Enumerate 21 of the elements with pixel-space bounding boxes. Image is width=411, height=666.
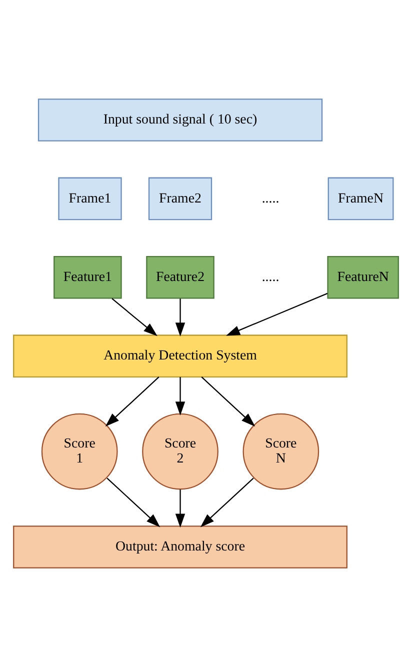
node-box: FeatureN [326, 255, 398, 298]
arrow [174, 376, 185, 415]
node-box: Input sound signal ( 10 sec) [37, 98, 322, 141]
label: ..... [261, 269, 279, 284]
arrow [200, 477, 254, 527]
node-box: FrameN [327, 176, 394, 220]
arrow [106, 477, 160, 527]
node-box: Output: Anomaly score [12, 525, 347, 568]
arrow [174, 298, 185, 336]
arrow [200, 376, 255, 426]
node-box: Frame2 [148, 176, 212, 220]
label: ..... [261, 190, 279, 206]
arrow [226, 292, 328, 336]
node-circle: Score 2 [142, 412, 218, 490]
node-box: Feature1 [53, 255, 122, 298]
node-box: Feature2 [146, 255, 214, 298]
node-box: Anomaly Detection System [12, 334, 347, 377]
arrow [174, 489, 185, 528]
node-box: Frame1 [58, 176, 122, 220]
arrow [111, 298, 157, 336]
arrow [104, 376, 159, 426]
